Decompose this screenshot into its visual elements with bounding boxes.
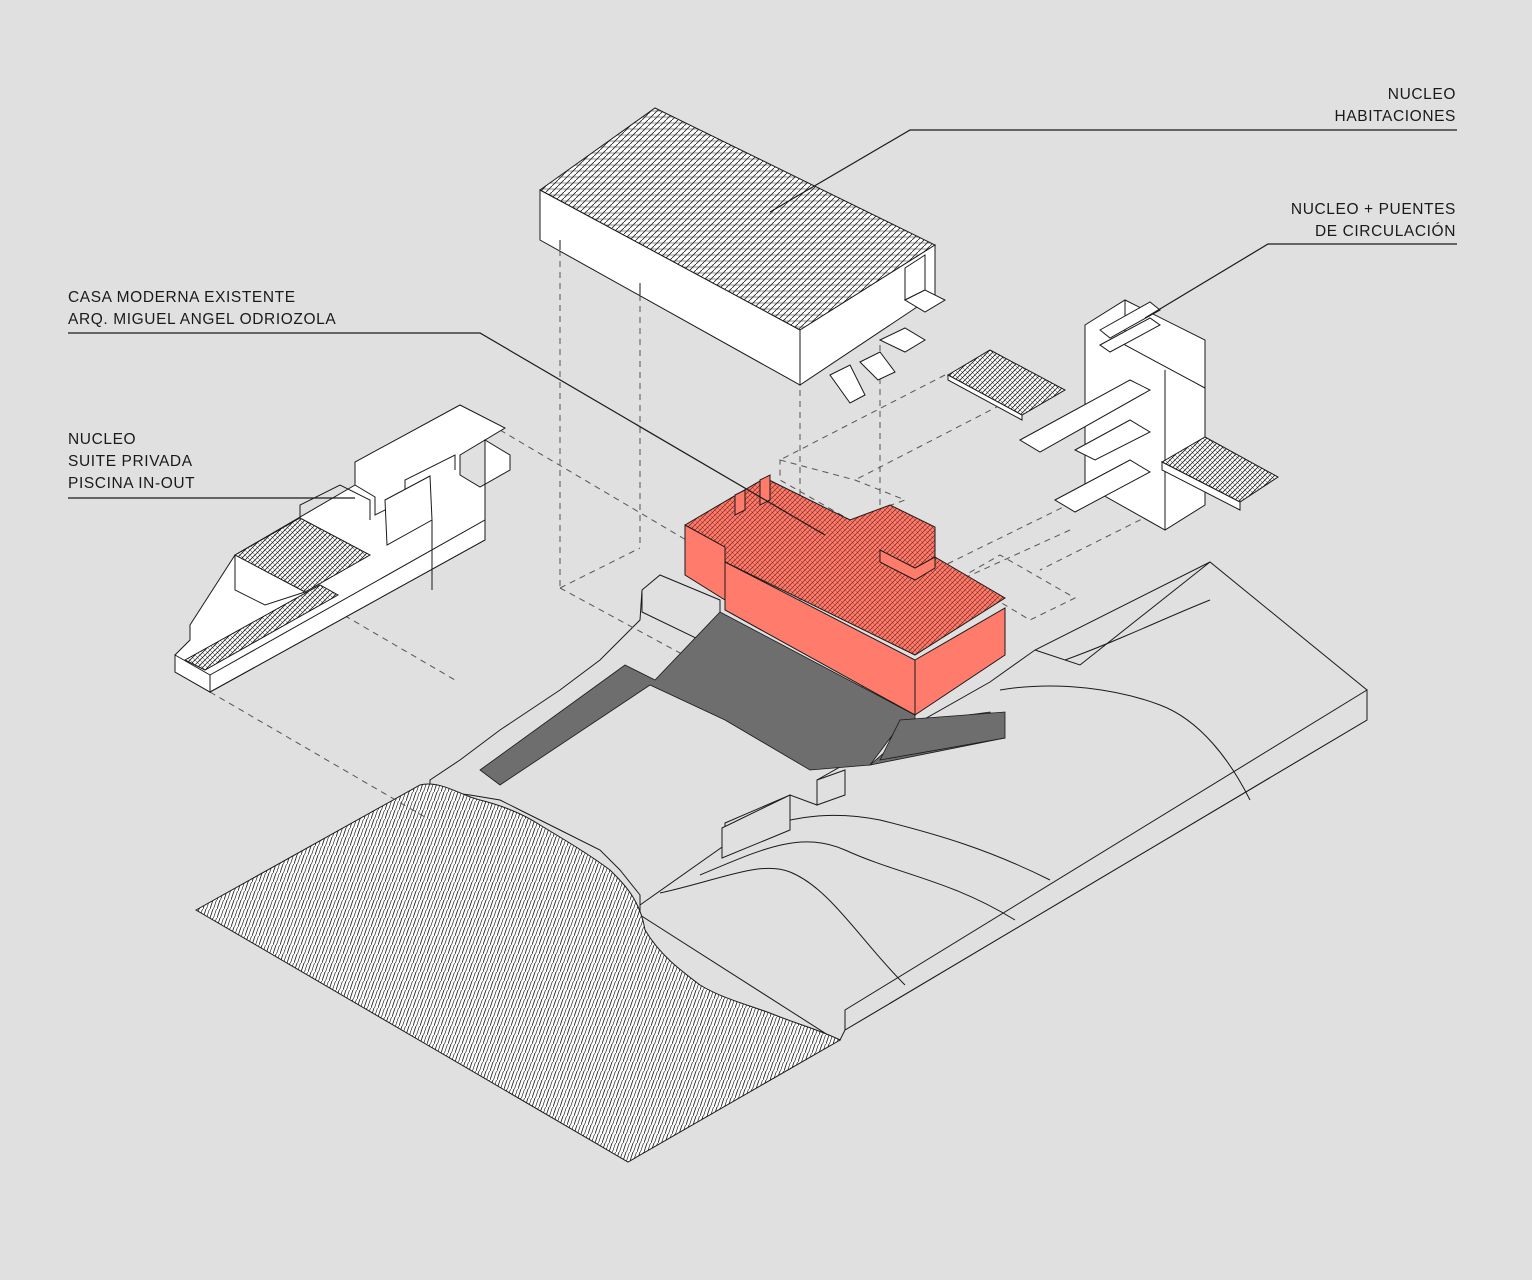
ocean-surface xyxy=(194,783,842,1163)
label-casa-moderna: CASA MODERNA EXISTENTE ARQ. MIGUEL ANGEL… xyxy=(68,287,336,331)
label-puentes-line2: DE CIRCULACIÓN xyxy=(1314,223,1456,240)
contour-line xyxy=(659,867,906,986)
contour-line xyxy=(1064,599,1211,661)
label-nucleo-puentes: NUCLEO + PUENTES DE CIRCULACIÓN xyxy=(1291,199,1456,243)
site-terrain xyxy=(429,561,1368,1041)
label-habitaciones-line2: HABITACIONES xyxy=(1334,108,1456,125)
label-suite-line1: NUCLEO xyxy=(68,431,137,448)
contour-line xyxy=(1034,561,1211,666)
label-casa-line2: ARQ. MIGUEL ANGEL ODRIOZOLA xyxy=(68,311,337,328)
leader-puentes xyxy=(1144,243,1457,319)
label-suite-line3: PISCINA IN-OUT xyxy=(68,475,196,492)
ravine-edge xyxy=(429,789,641,915)
contour-line xyxy=(999,685,1251,801)
contour-line xyxy=(699,841,1016,921)
label-nucleo-suite: NUCLEO SUITE PRIVADA PISCINA IN-OUT xyxy=(68,429,195,495)
casa-face-notch xyxy=(879,549,936,581)
label-suite-line2: SUITE PRIVADA xyxy=(68,453,193,470)
casa-face-right xyxy=(914,607,1006,716)
suite-roof xyxy=(233,517,372,593)
nucleo-habitaciones-volume xyxy=(539,107,947,404)
walkway-shadow xyxy=(879,711,1006,761)
label-habitaciones-line1: NUCLEO xyxy=(1387,86,1456,103)
label-nucleo-habitaciones: NUCLEO HABITACIONES xyxy=(1335,84,1456,128)
leader-habitaciones xyxy=(769,129,1457,213)
ravine-edge xyxy=(429,589,643,790)
label-casa-line1: CASA MODERNA EXISTENTE xyxy=(68,289,296,306)
existing-footprint-shadow xyxy=(479,611,1006,786)
casa-moderna-existente xyxy=(684,474,1006,716)
retaining-wall xyxy=(721,794,791,859)
callout-leaders xyxy=(68,129,1457,536)
leader-casa xyxy=(68,332,826,536)
nucleo-puentes-volume xyxy=(946,299,1279,531)
nucleo-suite-volume xyxy=(174,404,511,693)
retaining-wall-small xyxy=(816,769,846,806)
bridge-deck-upper xyxy=(946,349,1067,416)
piscina-in-out xyxy=(183,584,340,671)
label-puentes-line1: NUCLEO + PUENTES xyxy=(1290,201,1456,218)
